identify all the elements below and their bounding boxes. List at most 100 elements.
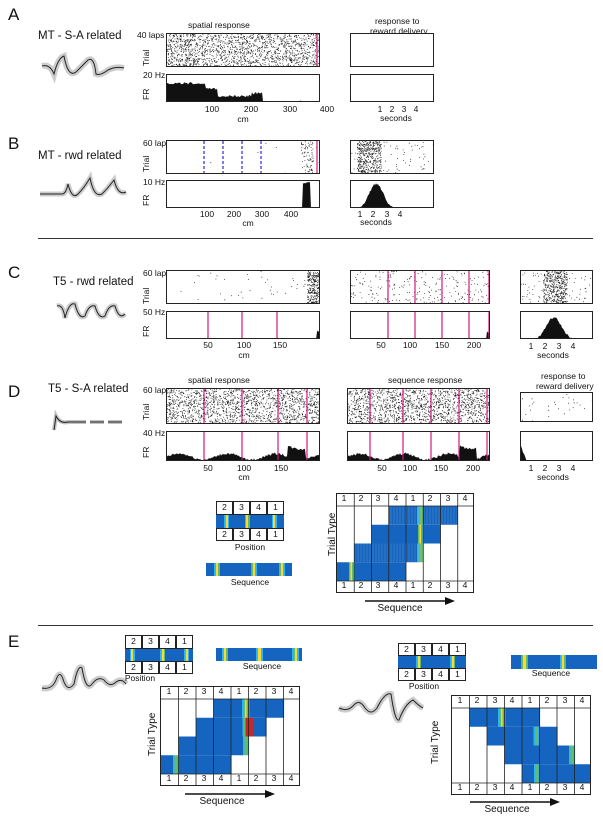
grid-bottom-d-3: 3 [375, 580, 381, 590]
raster-c-spatial-svg [180, 271, 319, 303]
grid-bottom-e-left-5: 1 [236, 773, 242, 783]
raster-b-reward [350, 140, 434, 174]
panel-letter-e: E [8, 632, 20, 651]
sequence-heatmap-e-left [216, 648, 302, 661]
grid-top-d-4: 4 [393, 493, 399, 503]
pos-bottom-e-left-3: 4 [159, 661, 176, 674]
x-tick-c-2: 100 [236, 340, 252, 350]
trial-type-e-right: Trial Type [430, 720, 441, 764]
t-label-b: seconds [360, 217, 392, 227]
trial-type-staircase-e-left [161, 687, 299, 785]
grid-top-e-left-6: 2 [253, 686, 259, 696]
pos-top-e-right-1: 2 [398, 643, 415, 656]
grid-top-e-right-5: 1 [527, 695, 533, 705]
x-tick-b-3: 300 [254, 209, 270, 219]
x-tick-b-4: 400 [283, 209, 299, 219]
pos-top-e-left-1: 2 [125, 635, 142, 649]
t-tick-b-1: 1 [357, 209, 363, 219]
pos-bottom-e-right-3: 4 [432, 668, 449, 681]
trial-top-d: 60 laps [143, 385, 171, 395]
grid-top-d-7: 3 [445, 493, 451, 503]
x-label-d: cm [238, 472, 250, 482]
pos-label-e-right: Position [408, 681, 440, 691]
arrow-label-e-right: Sequence [484, 804, 530, 815]
grid-bottom-e-left-1: 1 [166, 773, 172, 783]
histogram-c-sequence [350, 311, 490, 339]
fr-axis-b: FR [141, 194, 151, 206]
grid-top-e-left-7: 3 [271, 686, 277, 696]
t-tick-a-2: 2 [389, 104, 395, 114]
raster-d-spatial [166, 388, 320, 424]
t-label-d: seconds [537, 472, 569, 482]
grid-bottom-e-right-5: 1 [527, 782, 533, 792]
grid-bottom-d-8: 4 [462, 580, 468, 590]
grid-top-row-d: 1 2 3 4 1 2 3 4 [336, 493, 474, 505]
raster-b-spatial-svg [203, 141, 319, 173]
pos-top-d-2: 3 [233, 501, 250, 515]
grid-bottom-e-right-7: 3 [562, 782, 568, 792]
waveform-c [56, 301, 127, 320]
trial-type-e-left: Trial Type [147, 712, 158, 756]
trial-type-staircase-e-right [452, 696, 590, 794]
x-tick-c-1: 50 [203, 340, 213, 350]
histogram-b-reward-svg [360, 183, 395, 207]
t-tick-d-3: 3 [556, 463, 562, 473]
pos-top-e-right-3: 4 [432, 643, 449, 656]
x2-tick-c-2: 100 [402, 340, 418, 350]
grid-top-e-right-8: 4 [579, 695, 585, 705]
grid-bottom-e-right-4: 4 [509, 782, 515, 792]
histogram-c-spatial [166, 311, 320, 339]
x2-tick-d-2: 100 [402, 463, 418, 473]
pos-top-e-left-2: 3 [142, 635, 159, 649]
x2-tick-c-3: 150 [434, 340, 450, 350]
right-title-a-1: response to [375, 16, 420, 26]
t-tick-d-2: 2 [542, 463, 548, 473]
grid-top-e-left-4: 4 [218, 686, 224, 696]
grid-bottom-e-left-8: 4 [288, 773, 294, 783]
histogram-d-reward [520, 431, 593, 461]
x-tick-d-2: 100 [236, 463, 252, 473]
trial-axis-c: Trial [141, 287, 151, 304]
panel-letter-b: B [8, 134, 20, 153]
t-label-c: seconds [537, 350, 569, 360]
histogram-d-reward-svg [521, 445, 527, 460]
grid-top-d-5: 1 [410, 493, 416, 503]
trial-type-grid-e-left [160, 686, 300, 786]
x2-tick-d-4: 200 [465, 463, 481, 473]
panel-letter-c: C [8, 263, 21, 282]
raster-d-reward [520, 392, 593, 422]
trial-top-c: 60 laps [143, 268, 171, 278]
pos-top-d-3: 4 [250, 501, 267, 515]
x2-tick-c-1: 50 [376, 340, 386, 350]
t-label-a: seconds [380, 113, 412, 123]
trial-top-a: 40 laps [137, 30, 165, 40]
fr-axis-d: FR [141, 446, 151, 458]
t-tick-b-4: 4 [397, 209, 403, 219]
x-label-a: cm [237, 114, 249, 124]
seq-label-d: Sequence [230, 577, 270, 587]
sequence-arrow-e-left [185, 790, 275, 798]
seq-label-e-left: Sequence [242, 661, 282, 671]
trial-axis-b: Trial [141, 155, 151, 172]
grid-top-d-6: 2 [427, 493, 433, 503]
t-tick-a-4: 4 [413, 104, 419, 114]
pos-bottom-d-2: 3 [233, 528, 250, 541]
trial-axis-a: Trial [141, 49, 151, 66]
raster-b-spatial [166, 140, 320, 174]
pos-top-d-1: 2 [216, 501, 233, 515]
sequence-heatmap-d [206, 563, 292, 576]
trial-top-b: 60 laps [143, 138, 171, 148]
t-tick-c-3: 3 [556, 341, 562, 351]
right-title-d-2: reward delivery [536, 381, 594, 391]
unit-title-b: MT - rwd related [38, 150, 122, 162]
grid-bottom-d-1: 1 [341, 580, 347, 590]
grid-bottom-e-right-8: 4 [579, 782, 585, 792]
t-tick-b-2: 2 [370, 209, 376, 219]
col-title-spatial-a: spatial response [188, 20, 250, 30]
t-tick-a-3: 3 [401, 104, 407, 114]
t-tick-d-1: 1 [528, 463, 534, 473]
grid-top-e-left-5: 1 [236, 686, 242, 696]
pos-top-e-left-4: 1 [176, 635, 193, 649]
grid-bottom-e-right-2: 2 [474, 782, 480, 792]
raster-c-reward [520, 270, 593, 304]
